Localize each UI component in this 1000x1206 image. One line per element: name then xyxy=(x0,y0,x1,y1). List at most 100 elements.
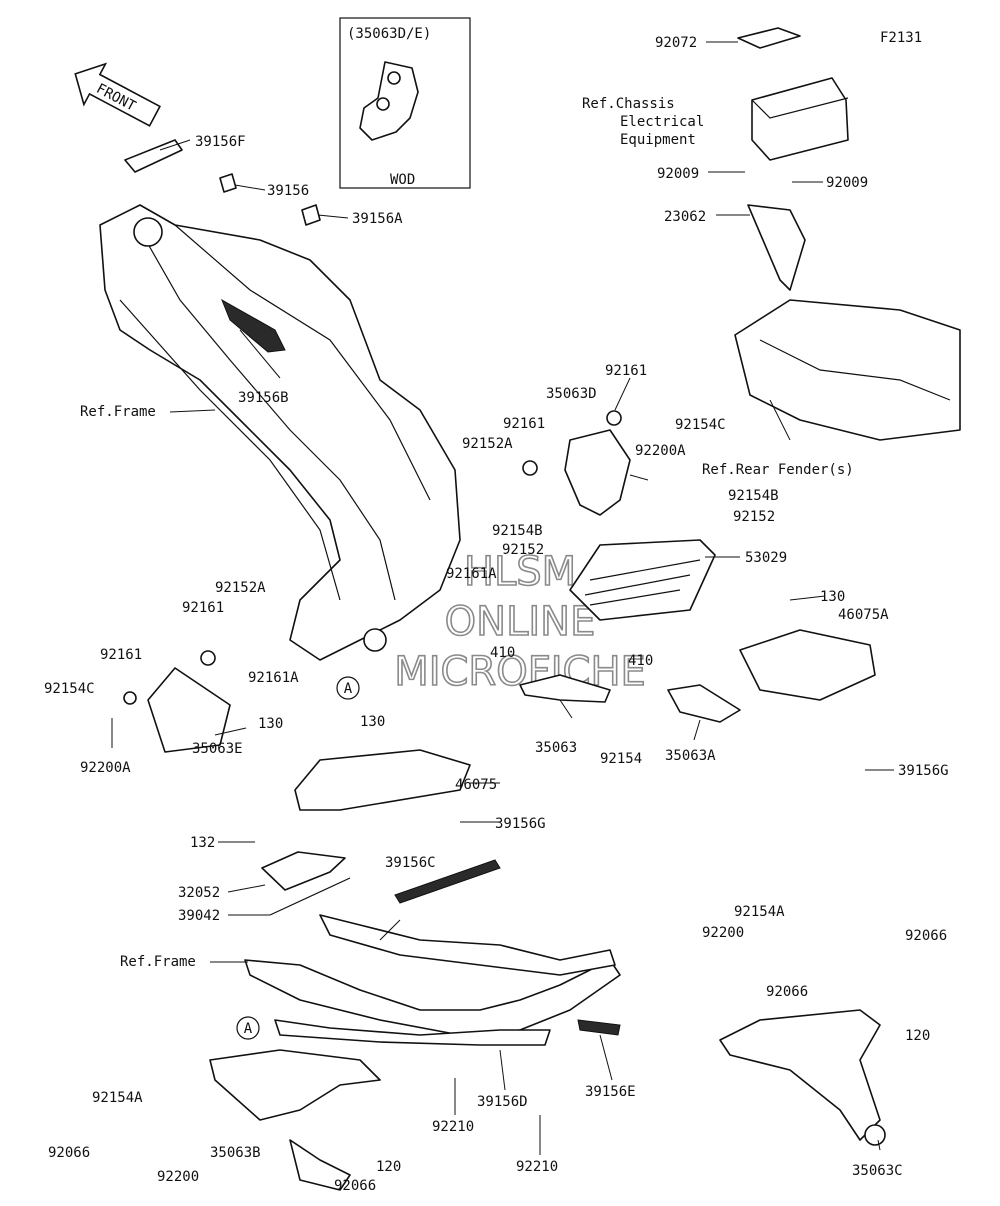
front-arrow-shape xyxy=(74,62,161,127)
callout: 130 xyxy=(360,714,385,730)
ref-chassis-line-1: Ref.Chassis xyxy=(582,96,675,112)
inset-hole-2 xyxy=(376,97,390,111)
callout: 39156F xyxy=(195,134,246,150)
part-39156E xyxy=(577,1019,621,1036)
part-39156F xyxy=(124,139,183,173)
sub-frame xyxy=(209,859,886,1191)
callout: 35063C xyxy=(852,1163,903,1179)
callout: 39156E xyxy=(585,1084,636,1100)
diagram-code: F2131 xyxy=(880,30,922,46)
circle-marks: A A xyxy=(236,676,360,1040)
part-35063B xyxy=(209,1049,381,1121)
callout: 92152 xyxy=(502,542,544,558)
part-39156C xyxy=(394,859,501,904)
callout: 46075A xyxy=(838,607,889,623)
callout: 130 xyxy=(258,716,283,732)
part-35063C-boss xyxy=(864,1124,886,1146)
callouts: 39156F 39156 39156A 39156B 92072 92009 9… xyxy=(44,35,949,1194)
part-35063C xyxy=(719,1009,881,1141)
callout: 92066 xyxy=(905,928,947,944)
callout: 32052 xyxy=(178,885,220,901)
part-92161-d xyxy=(123,691,137,705)
front-arrow: FRONT xyxy=(74,62,161,127)
callout: 92210 xyxy=(516,1159,558,1175)
callout: 39156G xyxy=(495,816,546,832)
main-frame-spar-2 xyxy=(174,224,431,501)
rear-fender xyxy=(734,299,961,441)
part-39156 xyxy=(219,173,237,193)
callout: 92154C xyxy=(44,681,95,697)
main-frame-spar-1 xyxy=(139,229,396,601)
ref-frame-top: Ref.Frame xyxy=(80,404,156,420)
callout: 92066 xyxy=(334,1178,376,1194)
callout: 120 xyxy=(376,1159,401,1175)
callout: 92152A xyxy=(462,436,513,452)
callout: 92154 xyxy=(600,751,642,767)
part-53029 xyxy=(569,539,716,621)
callout: 35063E xyxy=(192,741,243,757)
main-frame-spar-3 xyxy=(119,299,341,601)
frame-pivot-boss xyxy=(363,628,387,652)
callout: 92154C xyxy=(675,417,726,433)
part-92161-c xyxy=(200,650,216,666)
callout: 92210 xyxy=(432,1119,474,1135)
callout: 39156 xyxy=(267,183,309,199)
main-frame-body xyxy=(99,204,461,661)
circle-mark-a-upper xyxy=(336,676,360,700)
callout: 92066 xyxy=(48,1145,90,1161)
callout: 92154B xyxy=(492,523,543,539)
inset-code: (35063D/E) xyxy=(347,26,431,42)
callout: 39156D xyxy=(477,1094,528,1110)
callout: 410 xyxy=(628,653,653,669)
watermark-line-3: MICROFICHE xyxy=(394,649,646,695)
callout: 132 xyxy=(190,835,215,851)
part-46075A xyxy=(739,629,876,701)
callout: 39156B xyxy=(238,390,289,406)
callout: 92200A xyxy=(80,760,131,776)
part-92072 xyxy=(737,27,801,49)
ref-rear-fender: Ref.Rear Fender(s) xyxy=(702,462,854,478)
part-92161-a xyxy=(522,460,538,476)
callout: 53029 xyxy=(745,550,787,566)
part-35063 xyxy=(519,674,611,703)
part-35063B-foot xyxy=(289,1139,351,1191)
part-23062 xyxy=(747,204,806,291)
ref-chassis-line-2: Electrical xyxy=(620,114,704,130)
circle-mark-a-lower xyxy=(236,1016,260,1040)
inset-box: (35063D/E) WOD xyxy=(339,17,471,189)
callout: 92161 xyxy=(605,363,647,379)
callout: 92152A xyxy=(215,580,266,596)
callout: 92009 xyxy=(826,175,868,191)
part-39156A xyxy=(301,204,321,226)
callout: 92200 xyxy=(157,1169,199,1185)
steering-head xyxy=(133,217,163,247)
callout: 35063B xyxy=(210,1145,261,1161)
callout: 39156G xyxy=(898,763,949,779)
sub-frame-main xyxy=(244,959,621,1036)
callout: 92161 xyxy=(503,416,545,432)
part-32052 xyxy=(261,851,346,891)
callout: 92200A xyxy=(635,443,686,459)
callout: 46075 xyxy=(455,777,497,793)
callout: 39042 xyxy=(178,908,220,924)
ref-chassis-line-3: Equipment xyxy=(620,132,696,148)
sub-frame-lower-rail xyxy=(274,1019,551,1046)
callout: 92161 xyxy=(100,647,142,663)
inset-hole-1 xyxy=(387,71,401,85)
callout: 92161A xyxy=(248,670,299,686)
callout: 92154B xyxy=(728,488,779,504)
rear-fender-rib xyxy=(759,339,951,401)
callout: 120 xyxy=(905,1028,930,1044)
ref-frame-bottom: Ref.Frame xyxy=(120,954,196,970)
inset-frame xyxy=(339,17,471,189)
callout: 92152 xyxy=(733,509,775,525)
callout: 35063 xyxy=(535,740,577,756)
middle-parts xyxy=(123,410,876,916)
part-35063D xyxy=(564,429,631,516)
callout: 39156A xyxy=(352,211,403,227)
watermark: HLSM ONLINE MICROFICHE xyxy=(393,548,646,696)
callout: 92154A xyxy=(92,1090,143,1106)
watermark-line-1: HLSM xyxy=(464,549,576,595)
